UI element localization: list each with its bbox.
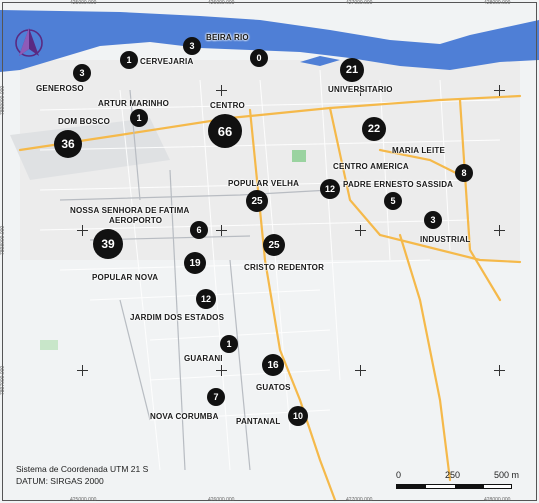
coord-bottom-label: 428000.000 (484, 497, 511, 503)
neighborhood-label: MARIA LEITE (392, 146, 446, 155)
count-marker[interactable]: 3 (424, 211, 442, 229)
grid-cross-icon (494, 85, 505, 96)
neighborhood-label: GUARANI (184, 354, 223, 363)
neighborhood-label: BEIRA RIO (206, 33, 249, 42)
scale-tick-500: 500 m (494, 470, 520, 480)
neighborhood-label: ARTUR MARINHO (98, 99, 170, 108)
count-marker[interactable]: 36 (54, 130, 82, 158)
neighborhood-label: POPULAR VELHA (228, 179, 300, 188)
neighborhood-label: PANTANAL (236, 417, 281, 426)
coord-top-label: 425000.000 (70, 0, 97, 6)
count-marker[interactable]: 5 (384, 192, 402, 210)
neighborhood-label: CENTRO AMERICA (333, 162, 409, 171)
coord-left-label: 7899000.000 (0, 85, 6, 115)
coord-left-label: 7898000.000 (0, 225, 6, 255)
coord-top-label: 428000.000 (484, 0, 511, 6)
count-marker[interactable]: 19 (184, 252, 206, 274)
grid-cross-icon (355, 225, 366, 236)
neighborhood-label: JARDIM DOS ESTADOS (130, 313, 225, 322)
count-marker[interactable]: 12 (320, 179, 340, 199)
neighborhood-label: CENTRO (210, 101, 245, 110)
scale-bar-segment (455, 485, 484, 488)
datum-text: DATUM: SIRGAS 2000 (16, 476, 104, 486)
grid-cross-icon (494, 365, 505, 376)
grid-cross-icon (216, 85, 227, 96)
grid-cross-icon (355, 365, 366, 376)
coord-top-label: 426000.000 (208, 0, 235, 6)
neighborhood-label: DOM BOSCO (58, 117, 111, 126)
grid-cross-icon (216, 365, 227, 376)
neighborhood-label: GUATOS (256, 383, 291, 392)
count-marker[interactable]: 10 (288, 406, 308, 426)
coord-top-label: 427000.000 (346, 0, 373, 6)
grid-cross-icon (216, 225, 227, 236)
count-marker[interactable]: 6 (190, 221, 208, 239)
neighborhood-label: PADRE ERNESTO SASSIDA (343, 180, 454, 189)
neighborhood-label: POPULAR NOVA (92, 273, 159, 282)
coordinate-system-text: Sistema de Coordenada UTM 21 S (16, 464, 149, 474)
grid-cross-icon (77, 225, 88, 236)
count-marker[interactable]: 25 (263, 234, 285, 256)
neighborhood-label: NOSSA SENHORA DE FATIMA (70, 206, 190, 215)
count-marker[interactable]: 66 (208, 114, 242, 148)
count-marker[interactable]: 1 (120, 51, 138, 69)
count-marker[interactable]: 39 (93, 229, 123, 259)
count-marker[interactable]: 1 (220, 335, 238, 353)
count-marker[interactable]: 21 (340, 58, 364, 82)
neighborhood-label: INDUSTRIAL (420, 235, 471, 244)
count-marker[interactable]: 7 (207, 388, 225, 406)
coord-left-label: 7897000.000 (0, 365, 6, 395)
count-marker[interactable]: 3 (183, 37, 201, 55)
count-marker[interactable]: 1 (130, 109, 148, 127)
neighborhood-label: UNIVERSITARIO (328, 85, 393, 94)
count-marker[interactable]: 22 (362, 117, 386, 141)
neighborhood-label: CRISTO REDENTOR (244, 263, 325, 272)
neighborhood-label: GENEROSO (36, 84, 84, 93)
count-marker[interactable]: 0 (250, 49, 268, 67)
grid-cross-icon (494, 225, 505, 236)
neighborhood-label: CERVEJARIA (140, 57, 194, 66)
count-marker[interactable]: 12 (196, 289, 216, 309)
scale-tick-0: 0 (396, 470, 402, 480)
river (0, 10, 539, 72)
grid-cross-icon (355, 85, 366, 96)
neighborhood-label: NOVA CORUMBA (150, 412, 219, 421)
scale-bar (396, 484, 512, 489)
coord-bottom-label: 427000.000 (346, 497, 373, 503)
neighborhood-label: AEROPORTO (109, 216, 163, 225)
count-marker[interactable]: 3 (73, 64, 91, 82)
grid-cross-icon (77, 365, 88, 376)
scale-tick-250: 250 (445, 470, 461, 480)
scale-bar-segment (397, 485, 426, 488)
count-marker[interactable]: 25 (246, 190, 268, 212)
coord-bottom-label: 425000.000 (70, 497, 97, 503)
coord-bottom-label: 426000.000 (208, 497, 235, 503)
count-marker[interactable]: 8 (455, 164, 473, 182)
north-arrow-icon (15, 28, 43, 57)
count-marker[interactable]: 16 (262, 354, 284, 376)
